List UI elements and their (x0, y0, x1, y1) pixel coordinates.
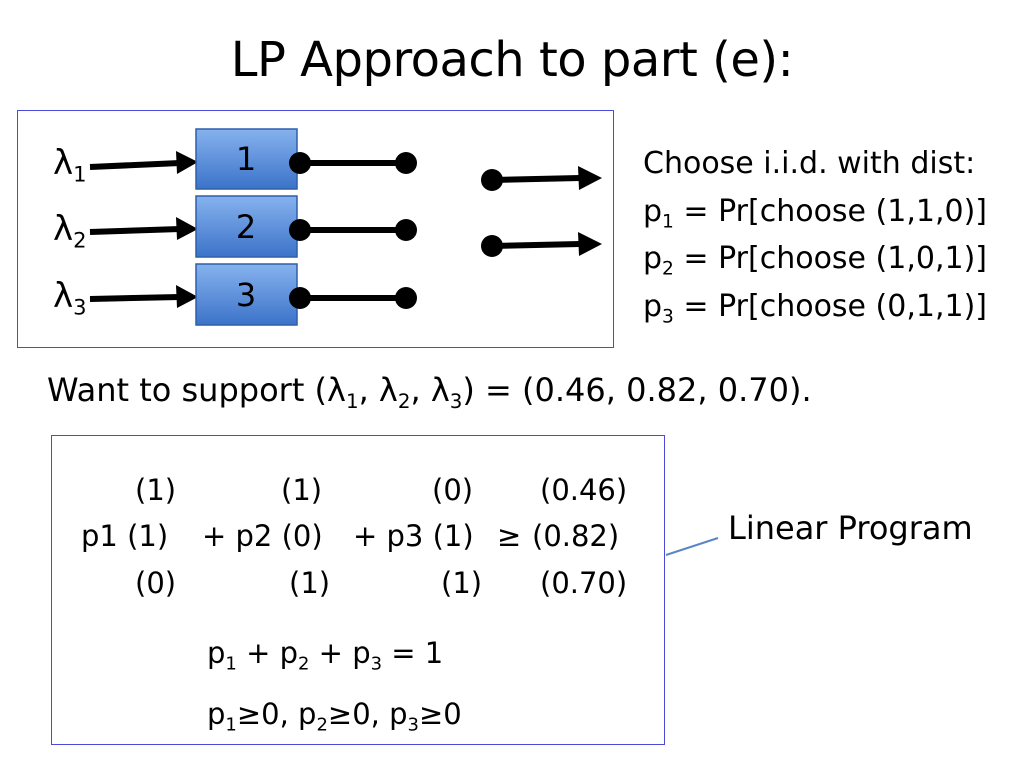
lambda-label-3: λ3 (53, 276, 87, 320)
slide-title: LP Approach to part (e): (230, 32, 794, 88)
lp-row1-col2: (1) (281, 473, 323, 507)
lp-row3-col2: (1) (289, 566, 331, 600)
server-label-3: 3 (235, 276, 257, 314)
linear-program-box (51, 435, 665, 745)
dot-line-icon-1 (289, 152, 417, 174)
distribution-line-3: p3 = Pr[choose (0,1,1)] (643, 288, 987, 327)
server-label-2: 2 (235, 208, 257, 246)
dot-arrow-icon-2 (481, 232, 602, 257)
lp-row2-term3: + p3 (1) (353, 519, 474, 553)
distribution-block: Choose i.i.d. with dist: p1 = Pr[choose … (643, 140, 987, 330)
server-label-1: 1 (235, 140, 257, 178)
lp-row2-term2: + p2 (0) (202, 519, 323, 553)
queue-diagram-box (17, 110, 614, 348)
distribution-line-2: p2 = Pr[choose (1,0,1)] (643, 241, 987, 280)
distribution-line-1: p1 = Pr[choose (1,1,0)] (643, 193, 987, 232)
lp-row1-rhs: (0.46) (540, 473, 628, 507)
lp-row3-col1: (0) (135, 566, 177, 600)
lp-row1-col1: (1) (135, 473, 177, 507)
lp-row3-rhs: (0.70) (540, 566, 628, 600)
distribution-heading: Choose i.i.d. with dist: (643, 146, 976, 181)
support-statement: Want to support (λ1, λ2, λ3) = (0.46, 0.… (47, 371, 812, 413)
server-box-3 (195, 263, 298, 326)
dot-line-icon-2 (289, 219, 417, 241)
arrow-icon-input-1 (89, 151, 198, 174)
arrow-icon-input-2 (89, 217, 198, 240)
arrow-icon-input-3 (89, 285, 198, 308)
lp-nonneg-constraint: p1≥0, p2≥0, p3≥0 (207, 697, 462, 736)
lp-row2-term1: p1 (1) (81, 519, 169, 553)
lp-label-connector (665, 537, 719, 556)
lambda-label-2: λ2 (53, 209, 87, 253)
lp-sum-constraint: p1 + p2 + p3 = 1 (207, 636, 444, 675)
dot-arrow-icon-1 (481, 166, 602, 191)
dot-line-icon-3 (289, 287, 417, 309)
lp-row3-col3: (1) (441, 566, 483, 600)
lp-row1-col3: (0) (432, 473, 474, 507)
lambda-label-1: λ1 (53, 143, 87, 187)
lp-row2-rhs: (0.82) (532, 519, 620, 553)
linear-program-label: Linear Program (728, 509, 973, 547)
lp-row2-relation: ≥ (497, 519, 522, 553)
